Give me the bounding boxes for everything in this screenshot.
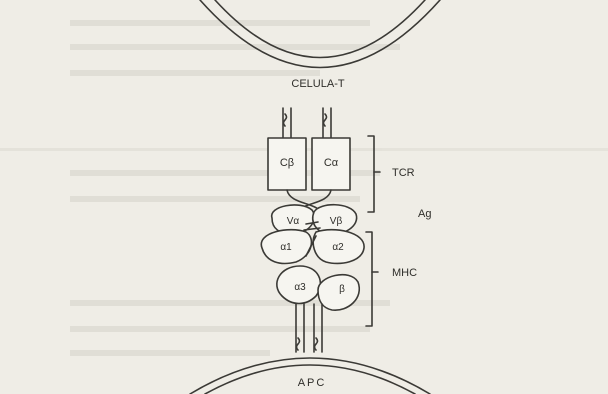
t-cell-membrane: [200, 0, 440, 68]
mhc-bracket: [366, 232, 378, 326]
c-beta-label: Cβ: [280, 157, 294, 169]
mhc-label: MHC: [392, 267, 417, 279]
v-beta-label: Vβ: [330, 216, 343, 227]
beta-label: β: [339, 284, 345, 295]
tcr-tethers: [283, 108, 331, 138]
alpha3-label: α3: [294, 282, 306, 293]
alpha2-label: α2: [332, 242, 344, 253]
t-cell-label: CELULA-T: [291, 78, 344, 90]
v-alpha-label: Vα: [287, 216, 300, 227]
apc-label: APC: [298, 377, 327, 389]
c-alpha-label: Cα: [324, 157, 339, 169]
ag-label: Ag: [418, 208, 431, 220]
mhc-peptide-domains: [261, 230, 364, 264]
tcr-label: TCR: [392, 167, 415, 179]
alpha1-label: α1: [280, 242, 292, 253]
